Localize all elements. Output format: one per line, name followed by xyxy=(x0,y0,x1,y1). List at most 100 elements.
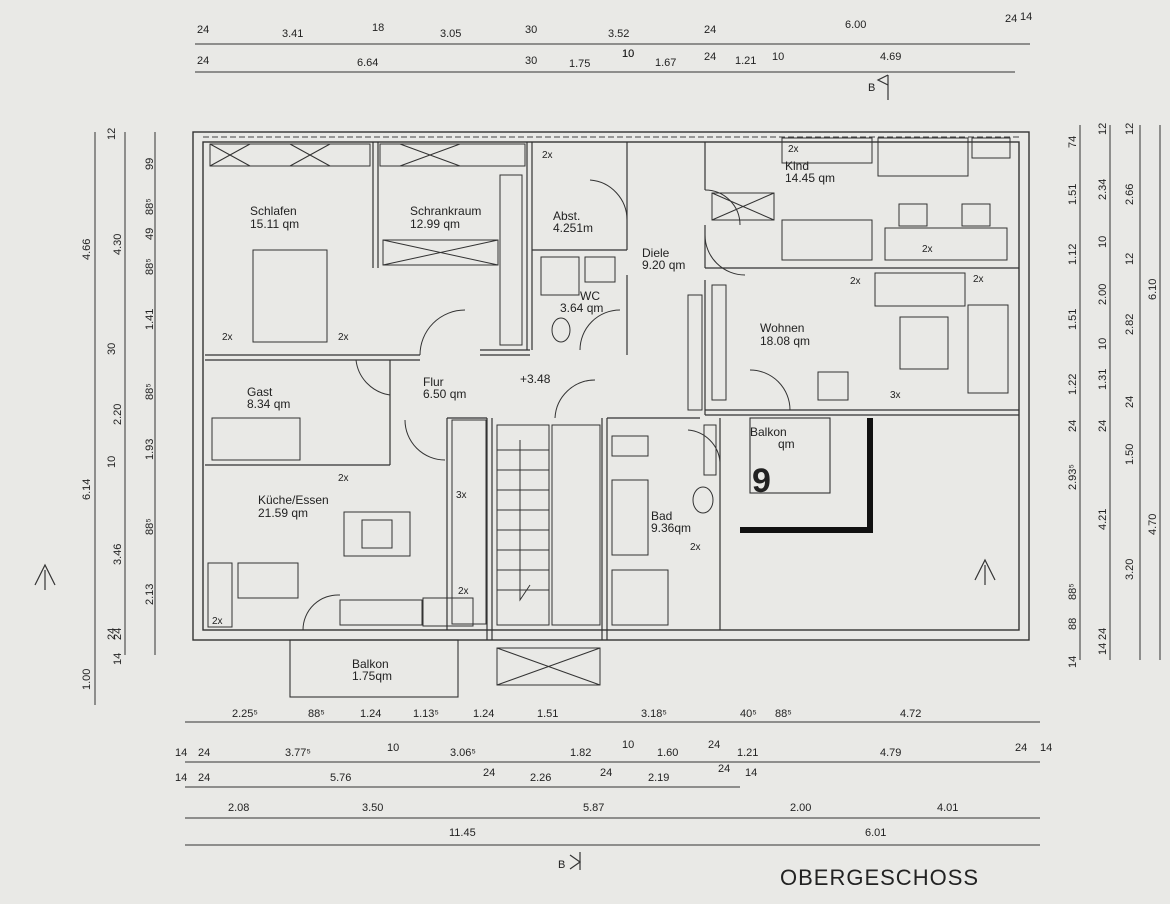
dimension-label: 3.50 xyxy=(362,802,383,814)
dimension-label: 24 xyxy=(718,763,730,775)
room-schrankraum-area: 12.99 qm xyxy=(410,217,460,231)
dimension-label: 2.19 xyxy=(648,772,669,784)
room-kind-name: Kind xyxy=(785,159,809,173)
room-schlafen-name: Schlafen xyxy=(250,204,297,218)
dimension-label: 1.24 xyxy=(473,708,494,720)
dimension-label: 24 xyxy=(1015,742,1027,754)
dimension-label: 24 xyxy=(1097,420,1109,432)
room-schrankraum-name: Schrankraum xyxy=(410,204,481,218)
dimension-label: 1.50 xyxy=(1124,444,1136,465)
dimension-label: 10 xyxy=(106,456,118,468)
dimension-label: 12 xyxy=(106,128,118,140)
mark-2x-schlafen: 2x xyxy=(222,332,233,343)
dimension-label: 6.14 xyxy=(81,479,93,500)
mark-2x-kueche-table: 2x xyxy=(338,473,349,484)
dimension-label: 3.41 xyxy=(282,28,303,40)
dimension-label: 3.46 xyxy=(112,544,124,565)
dimension-label: 2.25⁵ xyxy=(232,708,258,720)
dimension-label: 4.21 xyxy=(1097,509,1109,530)
dimension-label: 24 xyxy=(197,55,209,67)
dimension-label: 2.34 xyxy=(1097,179,1109,200)
dimension-label: 88⁵ xyxy=(775,708,792,720)
dimension-label: 24 xyxy=(704,24,716,36)
dimension-label: 14 xyxy=(1020,11,1032,23)
dimension-label: 6.10 xyxy=(1147,279,1159,300)
section-marker-bottom: B xyxy=(558,859,565,871)
dimension-label: 14 xyxy=(1040,742,1052,754)
mark-2x-abst: 2x xyxy=(542,150,553,161)
balconies xyxy=(289,417,873,698)
dimension-lines xyxy=(94,43,1161,846)
dimension-label: 30 xyxy=(106,343,118,355)
room-balkon-east-area: qm xyxy=(778,437,795,451)
mark-2x-bad: 2x xyxy=(690,542,701,553)
dimension-label: 24 xyxy=(112,628,124,640)
dimension-label: 2.82 xyxy=(1124,314,1136,335)
dimension-label: 10 xyxy=(772,51,784,63)
dimension-label: 2.66 xyxy=(1124,184,1136,205)
dimension-label: 88⁵ xyxy=(144,258,156,275)
section-marker-top: B xyxy=(868,82,875,94)
dimension-label: 14 xyxy=(1067,656,1079,668)
dimension-label: 3.52 xyxy=(608,28,629,40)
dimension-label: 24 xyxy=(704,51,716,63)
room-abst-area: 4.251m xyxy=(553,221,593,235)
mark-2x-gast-bed: 2x xyxy=(338,332,349,343)
dimension-label: 24 xyxy=(1124,396,1136,408)
dimension-label: 4.70 xyxy=(1147,514,1159,535)
dimension-label: 24 xyxy=(483,767,495,779)
staircase xyxy=(496,424,601,686)
dimension-label: 88⁵ xyxy=(144,198,156,215)
dimension-label: 2.08 xyxy=(228,802,249,814)
dimension-label: 3.77⁵ xyxy=(285,747,311,759)
dimension-label: 1.51 xyxy=(1067,184,1079,205)
dimension-label: 74 xyxy=(1067,136,1079,148)
dimension-label: 14 xyxy=(1097,643,1109,655)
dimension-label: 1.24 xyxy=(360,708,381,720)
room-labels: Schlafen 15.11 qm Schrankraum 12.99 qm A… xyxy=(247,159,835,683)
dimension-label: 24 xyxy=(106,628,118,640)
dimension-label: 1.13⁵ xyxy=(413,708,439,720)
dimension-label: 6.64 xyxy=(357,57,378,69)
dimension-label: 30 xyxy=(525,55,537,67)
dimension-label: 3.05 xyxy=(440,28,461,40)
dimension-label: 24 xyxy=(1005,13,1017,25)
dimension-label: 14 xyxy=(112,653,124,665)
mark-2x-wohnen-shelf: 2x xyxy=(850,276,861,287)
sheet-title: OBERGESCHOSS xyxy=(780,865,979,890)
room-wc-name: WC xyxy=(580,289,600,303)
dimension-label: 14 xyxy=(175,747,187,759)
dimension-label: 2.20 xyxy=(112,404,124,425)
mark-3x-wohnen: 3x xyxy=(890,390,901,401)
mark-2x-kueche-sink: 2x xyxy=(458,586,469,597)
dimension-label: 24 xyxy=(197,24,209,36)
dimension-label: 30 xyxy=(525,24,537,36)
room-gast-area: 8.34 qm xyxy=(247,397,290,411)
interior-walls xyxy=(205,142,1019,640)
doors xyxy=(302,179,791,631)
dimension-label: 6.00 xyxy=(845,19,866,31)
dimension-label: 5.87 xyxy=(583,802,604,814)
room-schlafen-area: 15.11 qm xyxy=(250,217,299,231)
mark-2x-wohnen-right: 2x xyxy=(973,274,984,285)
dimension-label: 1.82 xyxy=(570,747,591,759)
dimension-label: 88 xyxy=(1067,618,1079,630)
dimension-label: 1.67 xyxy=(655,57,676,69)
dimension-label: 24 xyxy=(1097,628,1109,640)
mark-3x-kueche: 3x xyxy=(456,490,467,501)
dimension-label: 2.00 xyxy=(790,802,811,814)
room-flur-name: Flur xyxy=(423,375,444,389)
dimension-label: 2.13 xyxy=(144,584,156,605)
dimension-label: 88⁵ xyxy=(144,383,156,400)
dimension-label: 3.18⁵ xyxy=(641,708,667,720)
dimension-label: 12 xyxy=(1124,253,1136,265)
room-wohnen-area: 18.08 qm xyxy=(760,334,810,348)
dimension-label: 10 xyxy=(622,48,634,60)
dimension-label: 40⁵ xyxy=(740,708,757,720)
dimension-label: 4.69 xyxy=(880,51,901,63)
dimension-label: 6.01 xyxy=(865,827,886,839)
dimension-label: 4.01 xyxy=(937,802,958,814)
fixture-marks: 2x 2x 2x 2x 2x 2x 2x 3x 2x 3x 2x 2x 2x xyxy=(212,144,984,627)
dimension-label: 1.41 xyxy=(144,309,156,330)
